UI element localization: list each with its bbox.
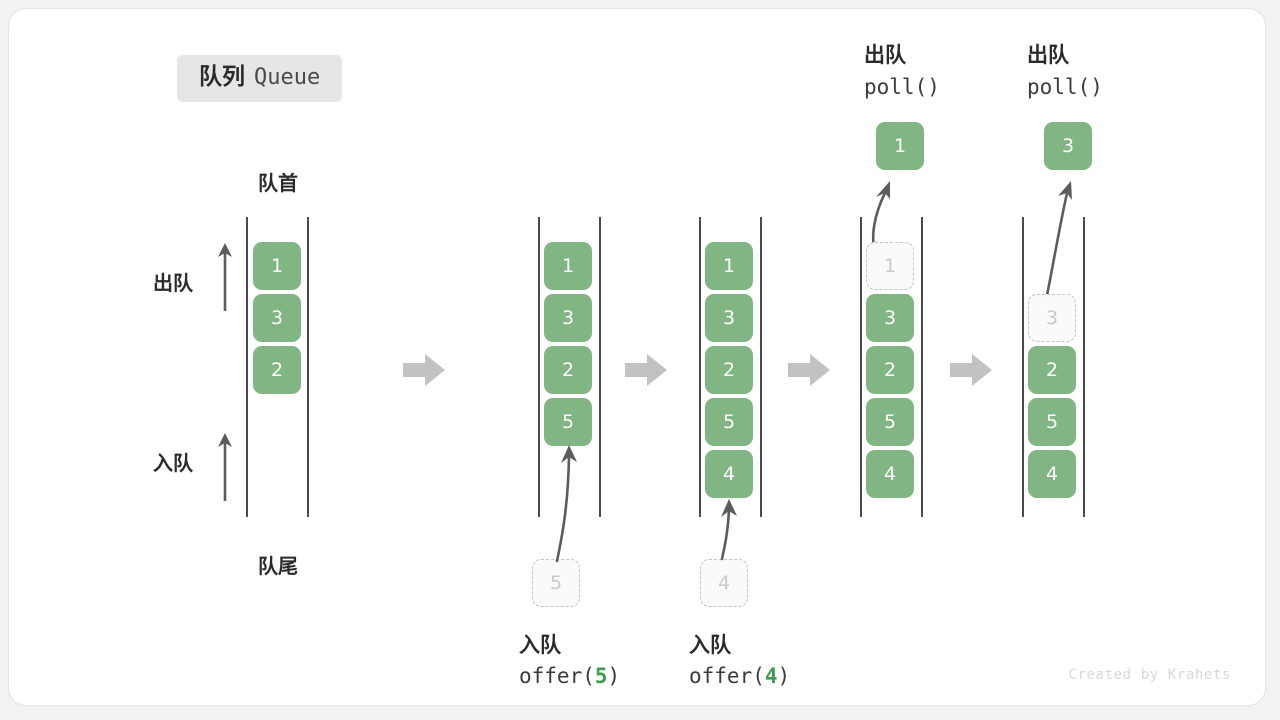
enqueue-curve-arrow-icon: [709, 495, 759, 561]
queue-cell: 4: [866, 450, 914, 498]
queue-rail-right-col4: [921, 217, 923, 517]
step-arrow-icon: [403, 353, 445, 387]
queue-rail-left-col2: [538, 217, 540, 517]
queue-rail-right-col2: [599, 217, 601, 517]
incoming-ghost-cell: 5: [532, 559, 580, 607]
step-arrow-icon: [625, 353, 667, 387]
code-suffix: ): [607, 664, 621, 688]
popped-value-cell: 1: [876, 122, 924, 170]
top-label-dequeue-cn-col4: 出队: [864, 43, 906, 67]
queue-cell: 4: [1028, 450, 1076, 498]
queue-cell: 1: [544, 242, 592, 290]
watermark-credit: Created by Krahets: [1068, 667, 1231, 683]
queue-cell: 2: [544, 346, 592, 394]
queue-cell: 2: [705, 346, 753, 394]
incoming-ghost-cell: 4: [700, 559, 748, 607]
step-arrow-icon: [950, 353, 992, 387]
enqueue-curve-arrow-icon: [544, 441, 604, 563]
caption-enqueue-code-col2: offer(5): [519, 664, 620, 688]
queue-rail-right-col1: [307, 217, 309, 517]
queue-cell: 5: [1028, 398, 1076, 446]
queue-rail-left-col5: [1022, 217, 1024, 517]
queue-cell: 4: [705, 450, 753, 498]
label-queue-front: 队首: [258, 171, 298, 195]
queue-cell: 1: [253, 242, 301, 290]
queue-rail-left-col3: [699, 217, 701, 517]
diagram-card: 队列 Queue 队首 队尾 出队 入队 1 3 2: [8, 8, 1266, 706]
top-label-dequeue-code-col5: poll(): [1027, 75, 1103, 99]
label-queue-rear: 队尾: [258, 554, 298, 578]
diagram-title-cn: 队列: [199, 64, 245, 90]
queue-cell: 3: [253, 294, 301, 342]
queue-cell-removed: 3: [1028, 294, 1076, 342]
queue-rail-right-col5: [1083, 217, 1085, 517]
code-prefix: offer(: [519, 664, 595, 688]
code-arg: 4: [764, 664, 778, 688]
queue-cell: 3: [866, 294, 914, 342]
dequeue-up-arrow-icon: [214, 241, 236, 313]
queue-rail-left-col4: [860, 217, 862, 517]
label-dequeue-direction: 出队: [153, 271, 193, 295]
step-arrow-icon: [788, 353, 830, 387]
queue-cell: 3: [544, 294, 592, 342]
caption-enqueue-cn-col3: 入队: [689, 633, 731, 657]
code-prefix: offer(: [689, 664, 765, 688]
queue-cell: 3: [705, 294, 753, 342]
queue-rail-right-col3: [760, 217, 762, 517]
diagram-title-badge: 队列 Queue: [177, 55, 343, 102]
queue-cell: 5: [866, 398, 914, 446]
dequeue-curve-arrow-icon: [1029, 177, 1099, 307]
queue-cell: 2: [866, 346, 914, 394]
enqueue-up-arrow-icon: [214, 431, 236, 503]
queue-cell: 5: [544, 398, 592, 446]
code-arg: 5: [594, 664, 608, 688]
queue-cell-removed: 1: [866, 242, 914, 290]
caption-enqueue-cn-col2: 入队: [519, 633, 561, 657]
queue-rail-left-col1: [246, 217, 248, 517]
popped-value-cell: 3: [1044, 122, 1092, 170]
label-enqueue-direction: 入队: [153, 451, 193, 475]
queue-cell: 1: [705, 242, 753, 290]
queue-cell: 2: [1028, 346, 1076, 394]
queue-cell: 2: [253, 346, 301, 394]
caption-enqueue-code-col3: offer(4): [689, 664, 790, 688]
top-label-dequeue-cn-col5: 出队: [1027, 43, 1069, 67]
top-label-dequeue-code-col4: poll(): [864, 75, 940, 99]
diagram-title-en: Queue: [254, 65, 321, 90]
code-suffix: ): [777, 664, 791, 688]
queue-cell: 5: [705, 398, 753, 446]
